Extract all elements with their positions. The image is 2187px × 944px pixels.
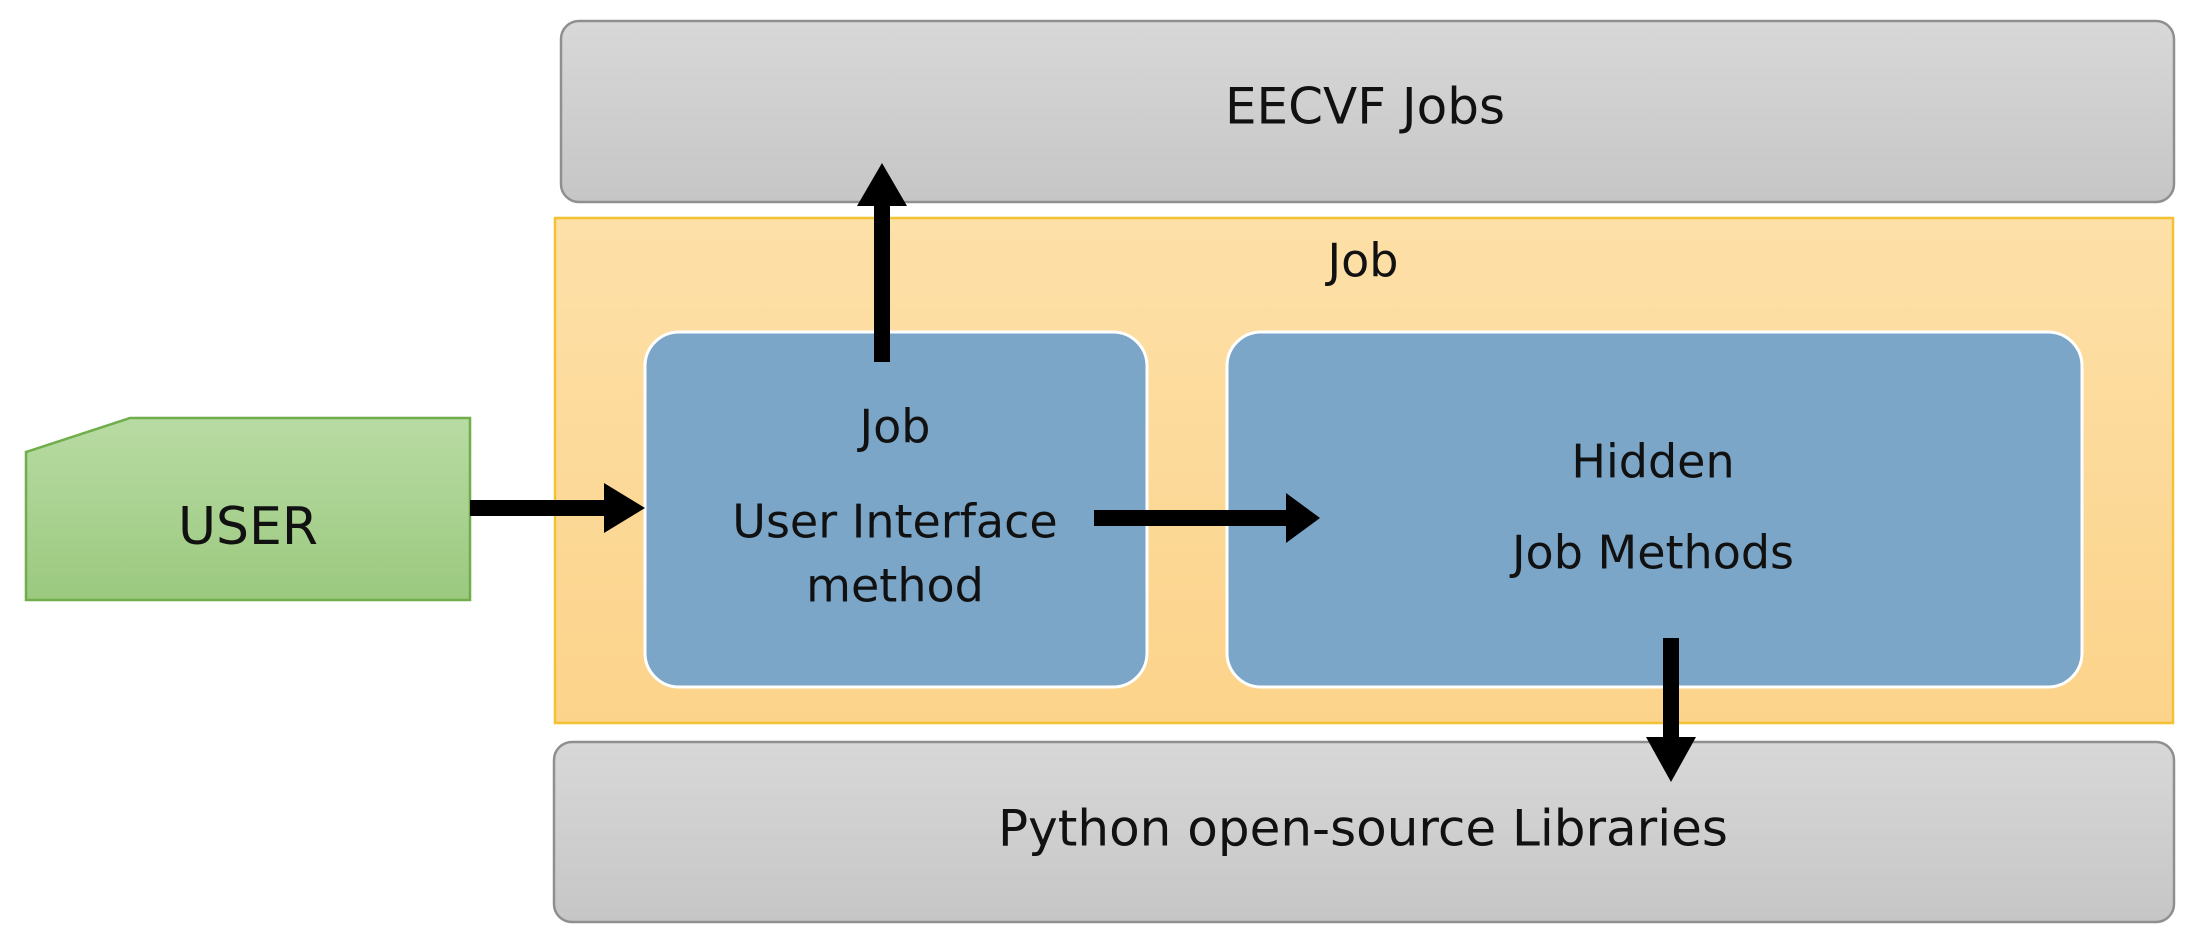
- hidden-box-line-1: Hidden: [1571, 435, 1734, 489]
- ui-box-line-2: User Interface: [732, 495, 1057, 549]
- hidden-box-line-2: Job Methods: [1509, 526, 1794, 580]
- hidden-job-methods-box: Hidden Job Methods: [1225, 330, 2084, 689]
- user-to-ui-arrow: [470, 483, 645, 533]
- hidden-to-libraries-arrow: [1646, 638, 1696, 782]
- eecvf-jobs-box: EECVF Jobs: [559, 19, 2176, 204]
- job-container-label: Job: [1325, 234, 1399, 288]
- eecvf-jobs-label: EECVF Jobs: [1225, 78, 1505, 136]
- user-node: USER: [24, 416, 472, 602]
- user-interface-method-box: Job User Interface method: [643, 330, 1149, 689]
- user-label: USER: [178, 497, 318, 557]
- python-libraries-box: Python open-source Libraries: [552, 740, 2176, 924]
- ui-to-eecvf-arrow: [857, 163, 907, 362]
- ui-box-line-3: method: [806, 559, 984, 613]
- ui-box-line-1: Job: [857, 400, 931, 454]
- ui-to-hidden-arrow: [1094, 493, 1320, 543]
- python-libraries-label: Python open-source Libraries: [998, 800, 1728, 858]
